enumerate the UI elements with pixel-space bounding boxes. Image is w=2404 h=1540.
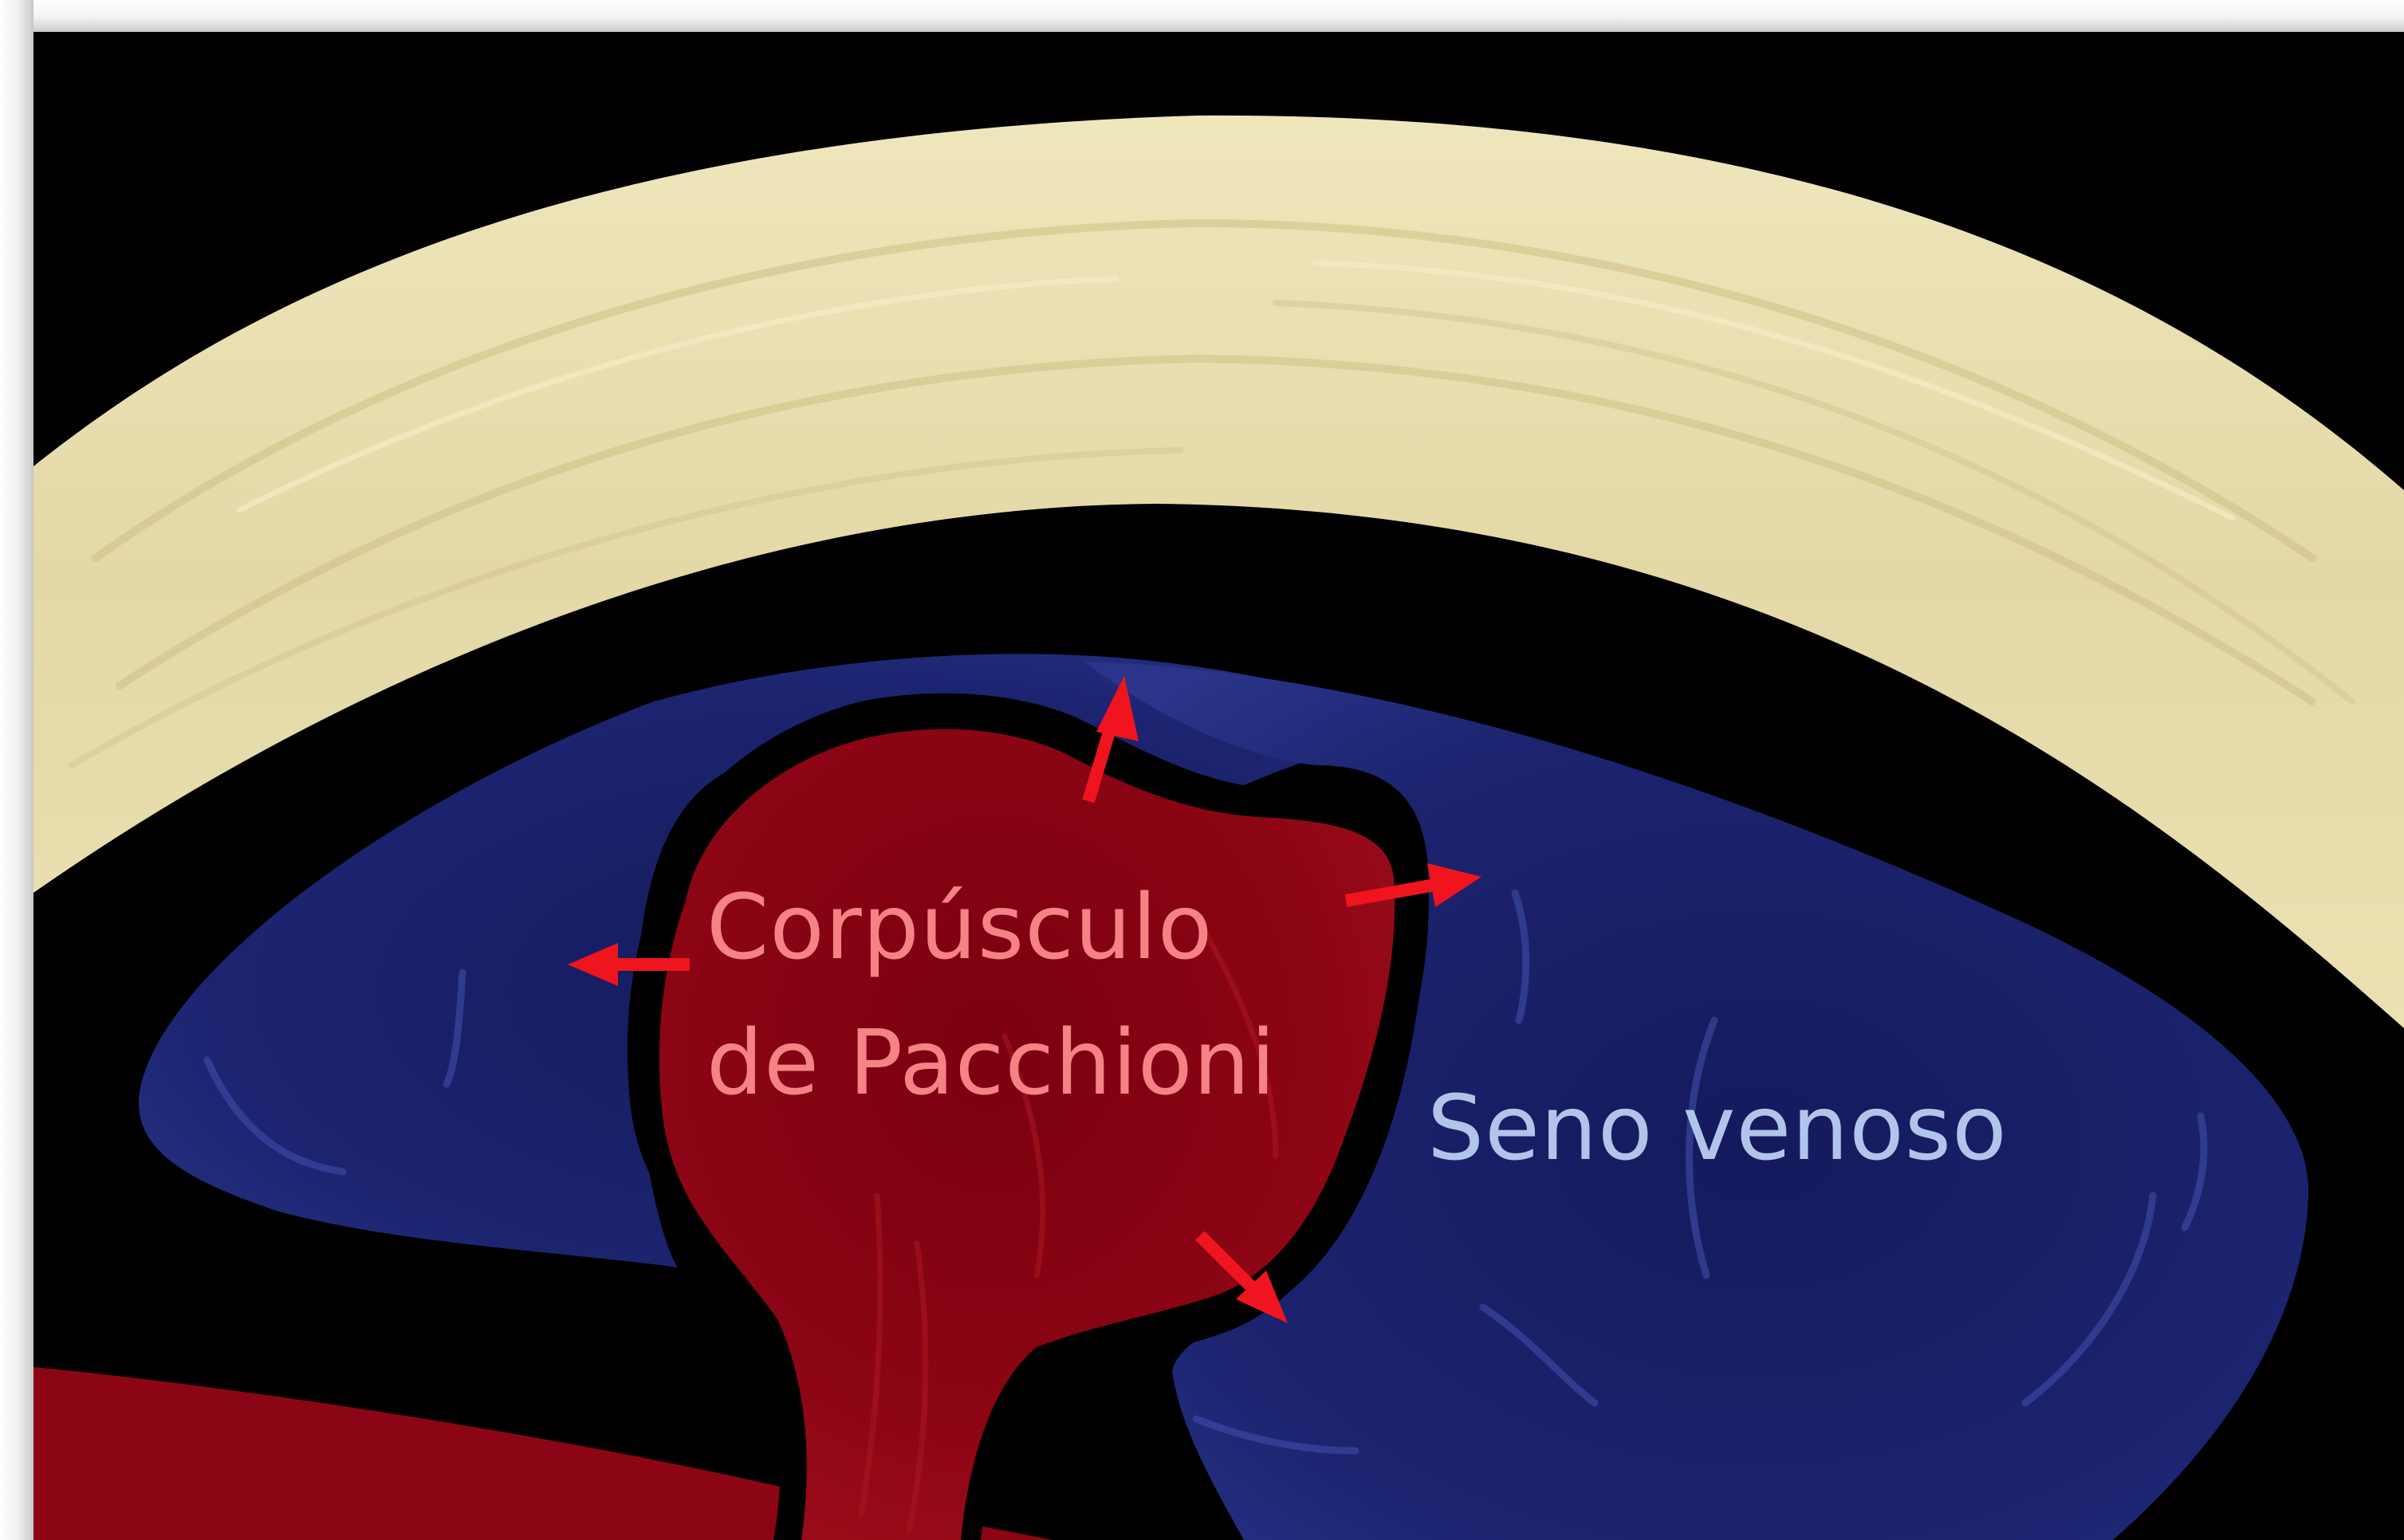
seno-venoso-label: Seno venoso	[1427, 1084, 2008, 1173]
page-edge-left	[0, 0, 33, 1540]
page-edge-top	[0, 0, 2404, 32]
corpusculo-label-line2: de Pacchioni	[706, 1019, 1277, 1108]
corpusculo-label-line1: Corpúsculo	[706, 883, 1213, 972]
